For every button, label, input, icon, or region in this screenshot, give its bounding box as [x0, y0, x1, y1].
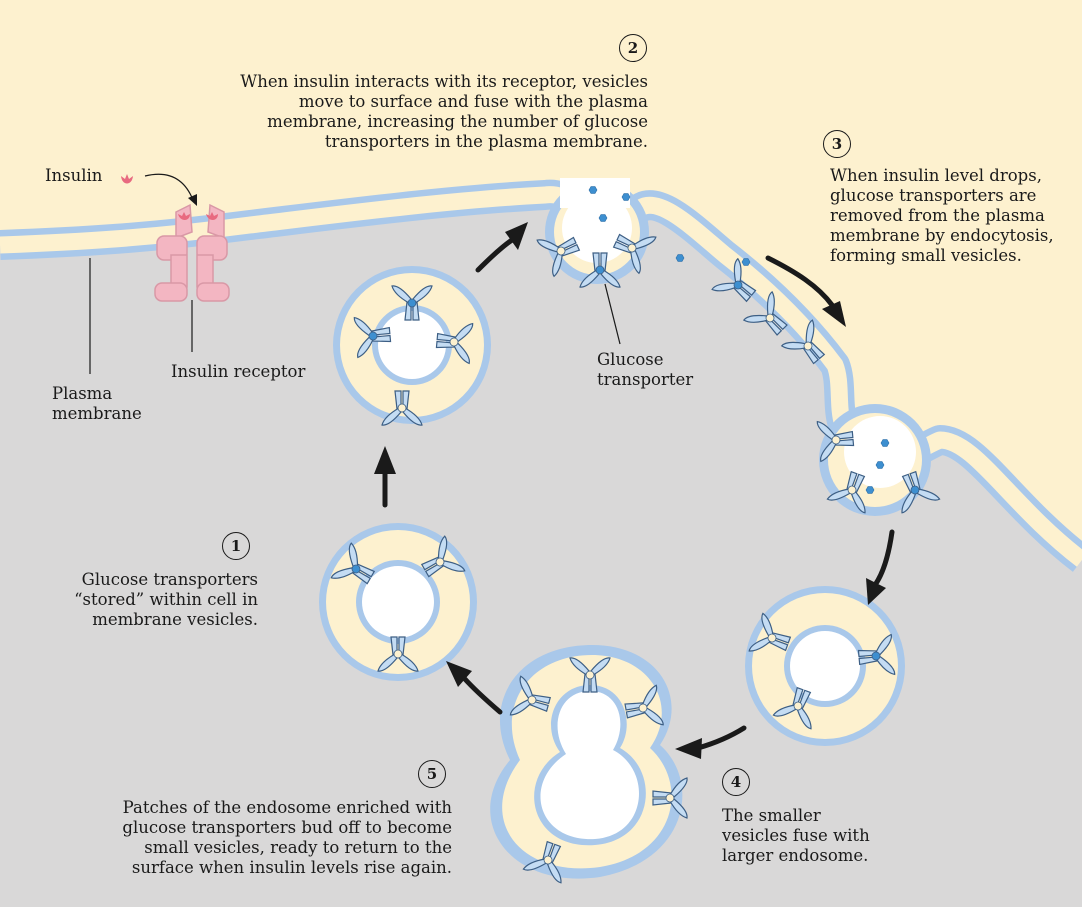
step-2-line: When insulin interacts with its receptor…: [140, 72, 648, 92]
step-5-text: Patches of the endosome enriched with gl…: [40, 798, 452, 878]
step-5-line: small vesicles, ready to return to the: [40, 838, 452, 858]
step-2-line: transporters in the plasma membrane.: [140, 132, 648, 152]
glucose-transporter-label: Glucose transporter: [597, 350, 693, 390]
step-4-number: 4: [722, 768, 750, 796]
step-2-number: 2: [619, 34, 647, 62]
insulin-arrow: [145, 174, 193, 200]
step-1-line: “stored” within cell in: [40, 590, 258, 610]
plasma-membrane-label: Plasma membrane: [52, 384, 142, 424]
step-4-text: The smaller vesicles fuse with larger en…: [722, 806, 870, 866]
insulin-molecule: [121, 174, 133, 184]
glucose-molecule: [599, 215, 607, 222]
glucose-molecule: [742, 259, 750, 266]
step-3-line: removed from the plasma: [830, 206, 1054, 226]
step-1-number: 1: [222, 532, 250, 560]
step-1-line: membrane vesicles.: [40, 610, 258, 630]
glucose-molecule: [881, 440, 889, 447]
step-5-line: glucose transporters bud off to become: [40, 818, 452, 838]
insulin-label: Insulin: [45, 166, 102, 186]
insulin-arrowhead: [188, 194, 197, 206]
glucose-transporter-label-line1: Glucose: [597, 350, 693, 370]
step-5-line: Patches of the endosome enriched with: [40, 798, 452, 818]
step-3-line: membrane by endocytosis,: [830, 226, 1054, 246]
step-4-line: larger endosome.: [722, 846, 870, 866]
step-3-line: forming small vesicles.: [830, 246, 1054, 266]
plasma-membrane-label-line1: Plasma: [52, 384, 142, 404]
step-3-text: When insulin level drops, glucose transp…: [830, 166, 1054, 266]
step-2-line: membrane, increasing the number of gluco…: [140, 112, 648, 132]
cycle-arrowhead: [822, 301, 846, 327]
insulin-receptor-label: Insulin receptor: [171, 362, 305, 382]
glucose-transporter-label-line2: transporter: [597, 370, 693, 390]
step-5-number: 5: [418, 760, 446, 788]
glucose-molecule: [589, 187, 597, 194]
step-1-text: Glucose transporters “stored” within cel…: [40, 570, 258, 630]
step-4-line: The smaller: [722, 806, 870, 826]
glucose-molecule: [622, 194, 630, 201]
step-3-line: When insulin level drops,: [830, 166, 1054, 186]
plasma-membrane-label-line2: membrane: [52, 404, 142, 424]
vesicle-step3-upper: [333, 266, 491, 424]
step-5-line: surface when insulin levels rise again.: [40, 858, 452, 878]
glucose-molecule: [876, 462, 884, 469]
step-1-line: Glucose transporters: [40, 570, 258, 590]
step-2-line: move to surface and fuse with the plasma: [140, 92, 648, 112]
glucose-molecule: [676, 255, 684, 262]
step-3-number: 3: [823, 130, 851, 158]
glucose-molecule: [866, 487, 874, 494]
step-4-line: vesicles fuse with: [722, 826, 870, 846]
step-3-line: glucose transporters are: [830, 186, 1054, 206]
step-2-text: When insulin interacts with its receptor…: [140, 72, 648, 152]
